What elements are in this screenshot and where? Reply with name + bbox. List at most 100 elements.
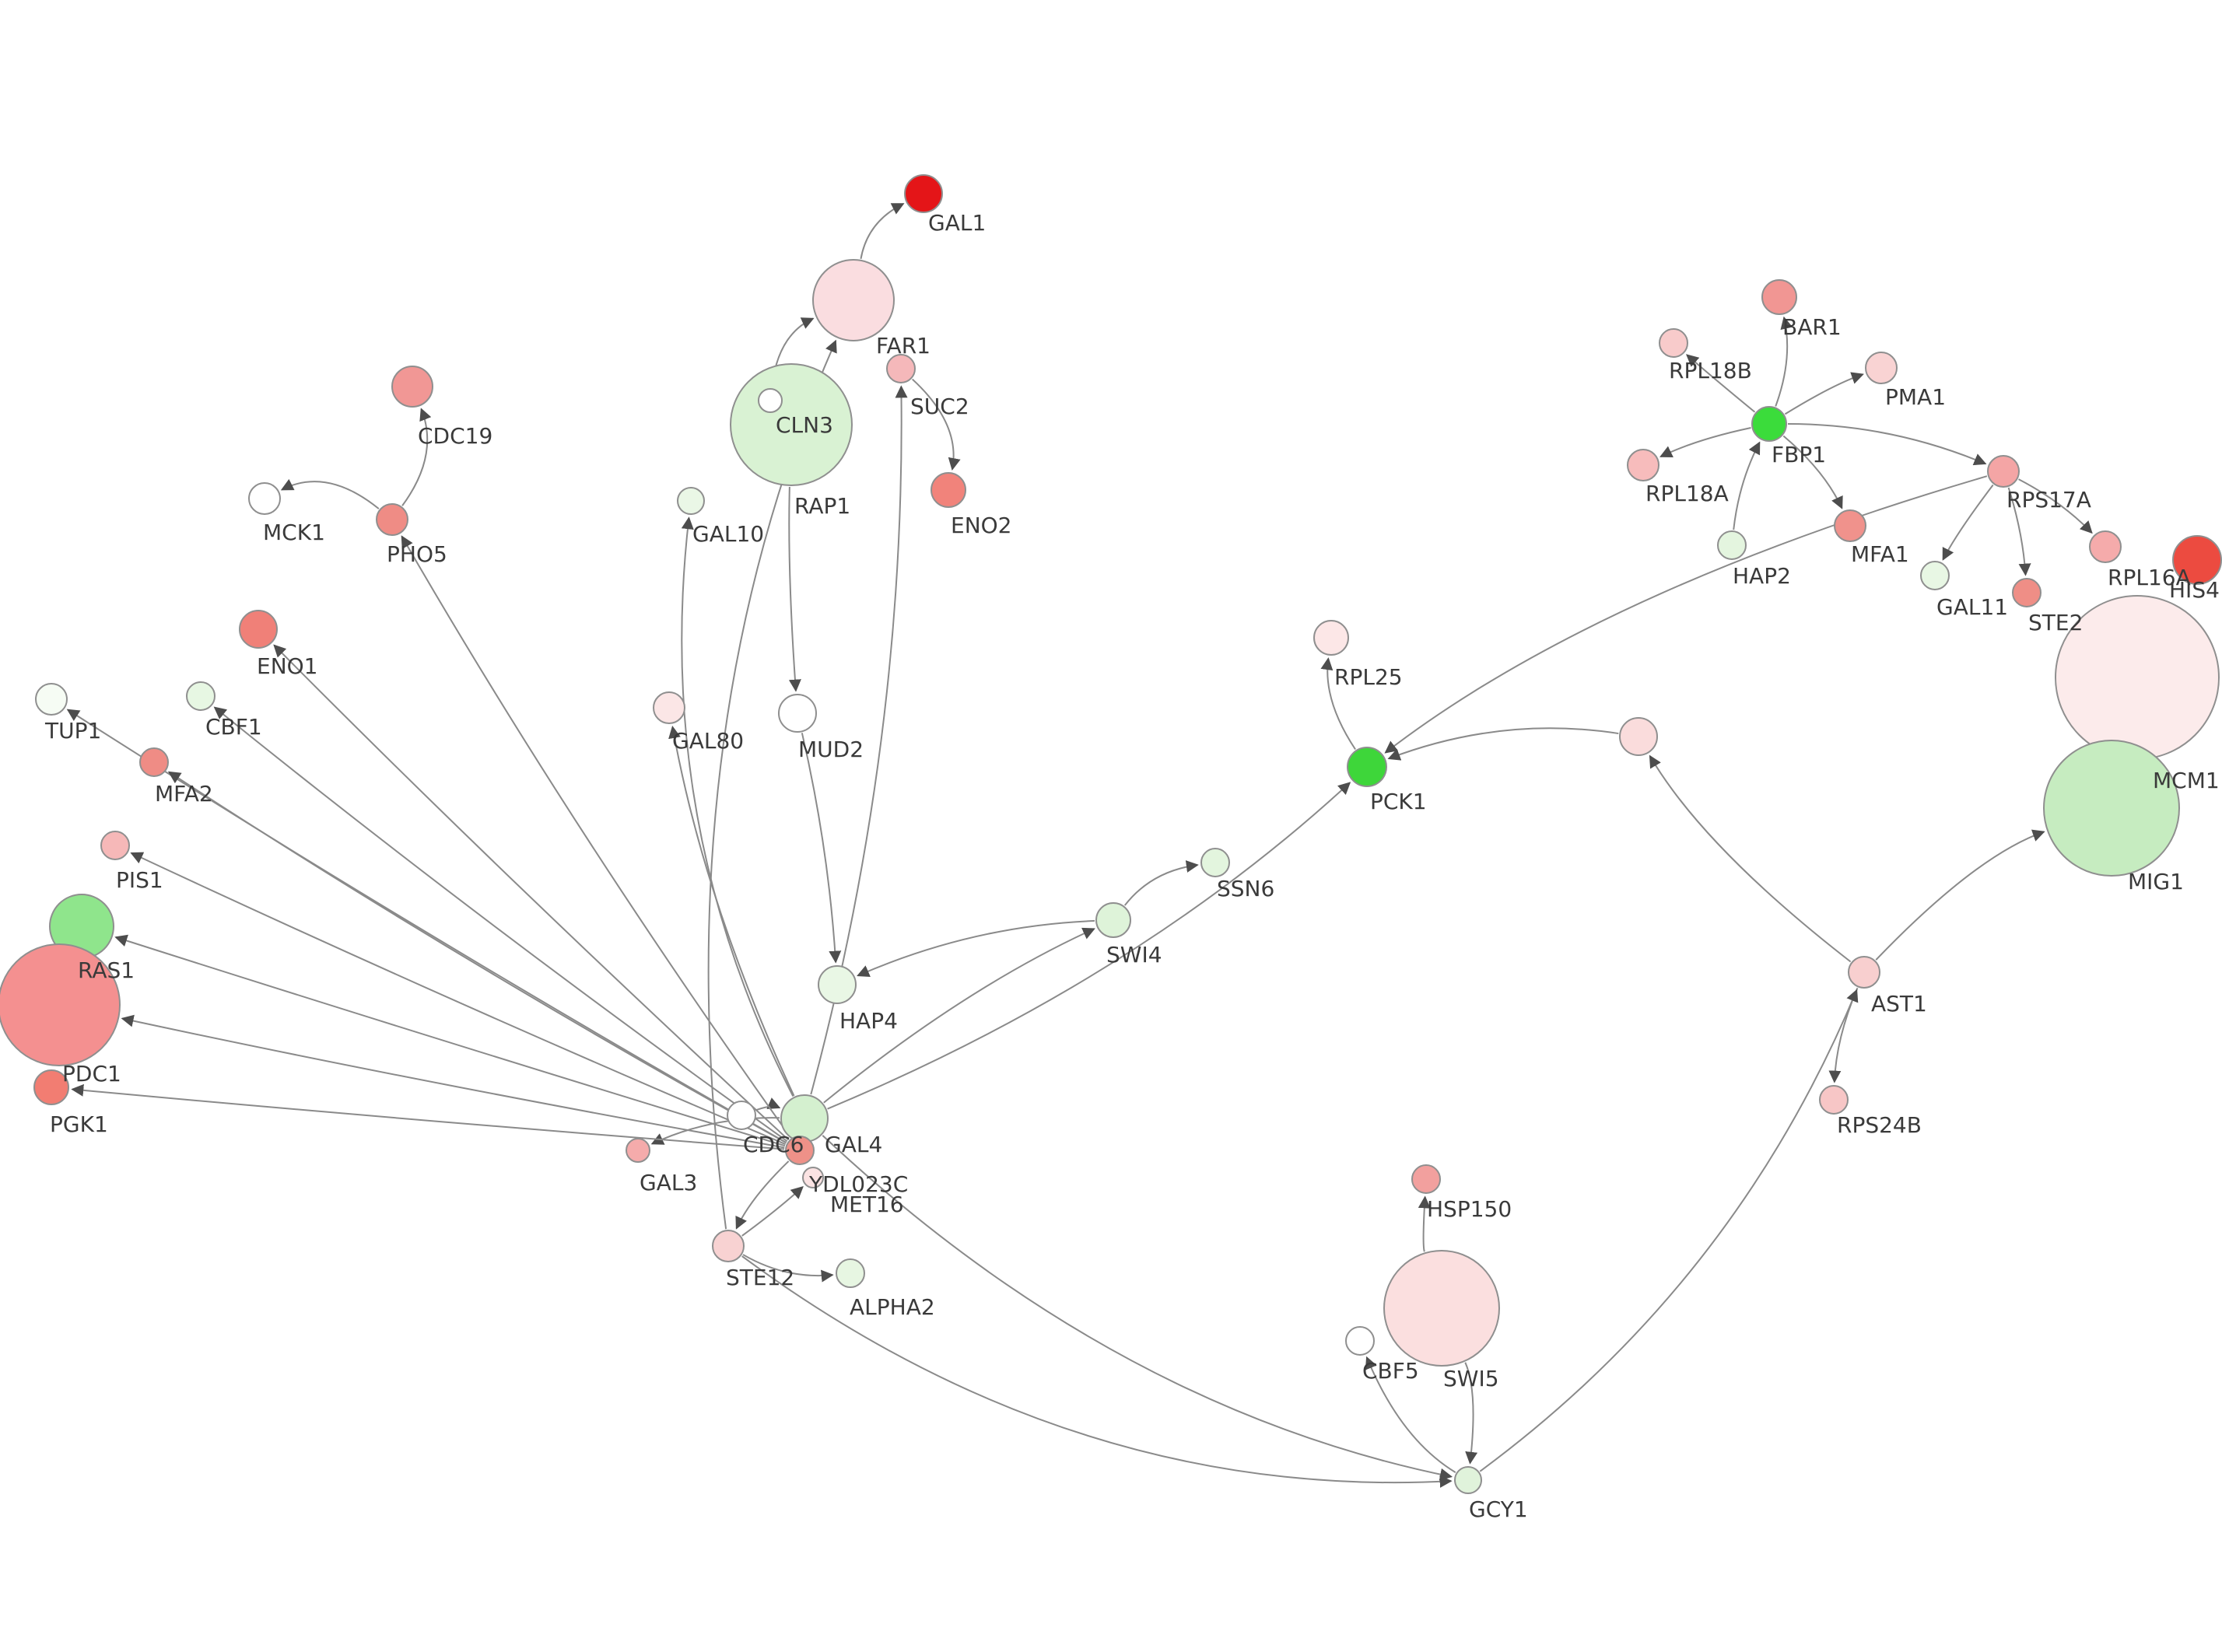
edge-RPS17A-STE2[interactable] (2007, 487, 2031, 576)
edge-PHO5-CDC19[interactable] (401, 408, 432, 506)
edge-YDL023C-CBF1[interactable] (213, 706, 788, 1143)
edge-AST1-RPS24B[interactable] (1828, 987, 1859, 1083)
node-PHO5[interactable] (376, 503, 408, 536)
edge-GAL4-GAL10[interactable] (681, 516, 794, 1097)
node-RPL18B[interactable] (1659, 328, 1688, 358)
node-MIG1[interactable] (2043, 740, 2180, 877)
edge-NODE_A-PCK1[interactable] (1387, 727, 1619, 761)
node-MUD2[interactable] (778, 694, 817, 733)
node-GAL1[interactable] (904, 174, 943, 213)
node-RPS17A[interactable] (1987, 455, 2020, 488)
node-RPS24B[interactable] (1819, 1085, 1849, 1115)
node-GAL3[interactable] (626, 1138, 650, 1163)
edge-YDL023C-PIS1[interactable] (130, 852, 786, 1146)
edge-FBP1-RPS17A[interactable] (1787, 423, 1987, 466)
node-label-RAS1: RAS1 (78, 957, 135, 983)
edge-PCK1-RPL25[interactable] (1320, 657, 1356, 751)
edge-MUD2-HAP4[interactable] (801, 733, 842, 964)
node-HIS4[interactable] (2172, 535, 2222, 585)
node-HAP4[interactable] (818, 965, 857, 1004)
edge-RPS17A-RPL16A[interactable] (2018, 478, 2093, 534)
edge-AST1-MIG1[interactable] (1875, 829, 2045, 961)
edge-SUC2-ENO2[interactable] (912, 378, 961, 471)
node-ALPHA2[interactable] (836, 1258, 865, 1288)
node-STE2[interactable] (2012, 578, 2042, 607)
node-SWI4[interactable] (1095, 902, 1131, 938)
node-TUP1[interactable] (35, 683, 68, 716)
node-RPL18A[interactable] (1627, 449, 1659, 481)
node-CBF1[interactable] (186, 681, 216, 711)
edge-YDL023C-MFA2[interactable] (167, 771, 787, 1144)
node-ENO1[interactable] (239, 610, 278, 649)
edge-SWI4-HAP4[interactable] (857, 919, 1095, 977)
edge-GAL4-SWI4[interactable] (823, 927, 1095, 1104)
node-PDC1[interactable] (0, 943, 121, 1066)
edge-AST1-NODE_A[interactable] (1649, 754, 1852, 963)
node-SUC2[interactable] (886, 354, 916, 383)
edge-YDL023C-PHO5[interactable] (401, 535, 792, 1139)
node-RPL16A[interactable] (2089, 530, 2122, 563)
edge-STE12-MET16[interactable] (741, 1186, 804, 1237)
node-MFA1[interactable] (1834, 509, 1866, 542)
edge-YDL023C-RAS1[interactable] (114, 934, 786, 1147)
node-GAL80[interactable] (653, 691, 685, 724)
node-MFA2[interactable] (139, 747, 169, 777)
edge-STE12-ALPHA2[interactable] (742, 1254, 834, 1283)
edge-YDL023C-STE12[interactable] (735, 1160, 790, 1230)
node-MCK1[interactable] (248, 482, 281, 515)
node-PMA1[interactable] (1865, 352, 1898, 384)
node-ENO2[interactable] (931, 472, 966, 508)
node-FAR1[interactable] (812, 259, 895, 341)
edge-GCY1-CBF5[interactable] (1365, 1356, 1456, 1473)
edge-GCY1-AST1[interactable] (1479, 989, 1859, 1472)
edge-SWI5-HSP150[interactable] (1418, 1195, 1431, 1252)
node-CDC19[interactable] (391, 366, 433, 408)
edge-YDL023C-PGK1[interactable] (71, 1083, 785, 1150)
edge-FBP1-PMA1[interactable] (1784, 372, 1864, 415)
node-MET16[interactable] (802, 1167, 824, 1188)
edge-RAP1-MUD2[interactable] (788, 486, 801, 692)
node-STE12[interactable] (712, 1230, 745, 1262)
node-CDC6[interactable] (727, 1101, 756, 1130)
edge-FBP1-RPL18B[interactable] (1686, 354, 1756, 413)
edge-CDC6-GAL4[interactable] (755, 1097, 781, 1111)
edge-YDL023C-ENO1[interactable] (273, 644, 789, 1141)
edge-RPS17A-PCK1[interactable] (1384, 475, 1988, 754)
node-FBP1[interactable] (1751, 406, 1787, 442)
node-GCY1[interactable] (1454, 1466, 1482, 1494)
node-GAL10[interactable] (677, 487, 705, 515)
edge-STE12-GCY1[interactable] (741, 1255, 1453, 1488)
node-YDL023C[interactable] (785, 1136, 815, 1165)
node-SSN6[interactable] (1200, 848, 1230, 877)
node-PGK1[interactable] (33, 1069, 69, 1105)
edge-FBP1-RPL18A[interactable] (1659, 427, 1751, 457)
edge-PHO5-MCK1[interactable] (280, 478, 380, 509)
node-CLN3[interactable] (758, 388, 783, 413)
edge-GAL4-PCK1[interactable] (827, 782, 1351, 1110)
edge-YDL023C-TUP1[interactable] (66, 709, 787, 1143)
edge-GAL4-GCY1[interactable] (822, 1135, 1453, 1481)
node-label-YDL023C: YDL023C (808, 1171, 908, 1197)
edge-SWI5-GCY1[interactable] (1464, 1362, 1478, 1465)
node-HSP150[interactable] (1411, 1164, 1441, 1194)
node-PIS1[interactable] (100, 831, 130, 860)
edge-YDL023C-PDC1[interactable] (121, 1014, 785, 1149)
node-AST1[interactable] (1848, 956, 1880, 989)
edge-GAL4-GAL80[interactable] (668, 726, 795, 1097)
edge-FBP1-BAR1[interactable] (1775, 316, 1793, 407)
edge-SWI4-SSN6[interactable] (1123, 860, 1199, 906)
node-RPL25[interactable] (1313, 620, 1349, 656)
edge-FAR1-GAL1[interactable] (860, 203, 905, 260)
edge-HAP2-FBP1[interactable] (1733, 441, 1761, 530)
node-PCK1[interactable] (1347, 747, 1387, 787)
edge-FBP1-MFA1[interactable] (1782, 435, 1843, 509)
node-SWI5[interactable] (1383, 1250, 1500, 1367)
node-NODE_A[interactable] (1619, 717, 1658, 756)
node-GAL11[interactable] (1920, 561, 1950, 590)
node-HAP2[interactable] (1717, 530, 1747, 560)
node-CBF5[interactable] (1345, 1326, 1375, 1356)
edge-RPS17A-GAL11[interactable] (1942, 484, 1994, 561)
node-BAR1[interactable] (1761, 279, 1797, 315)
